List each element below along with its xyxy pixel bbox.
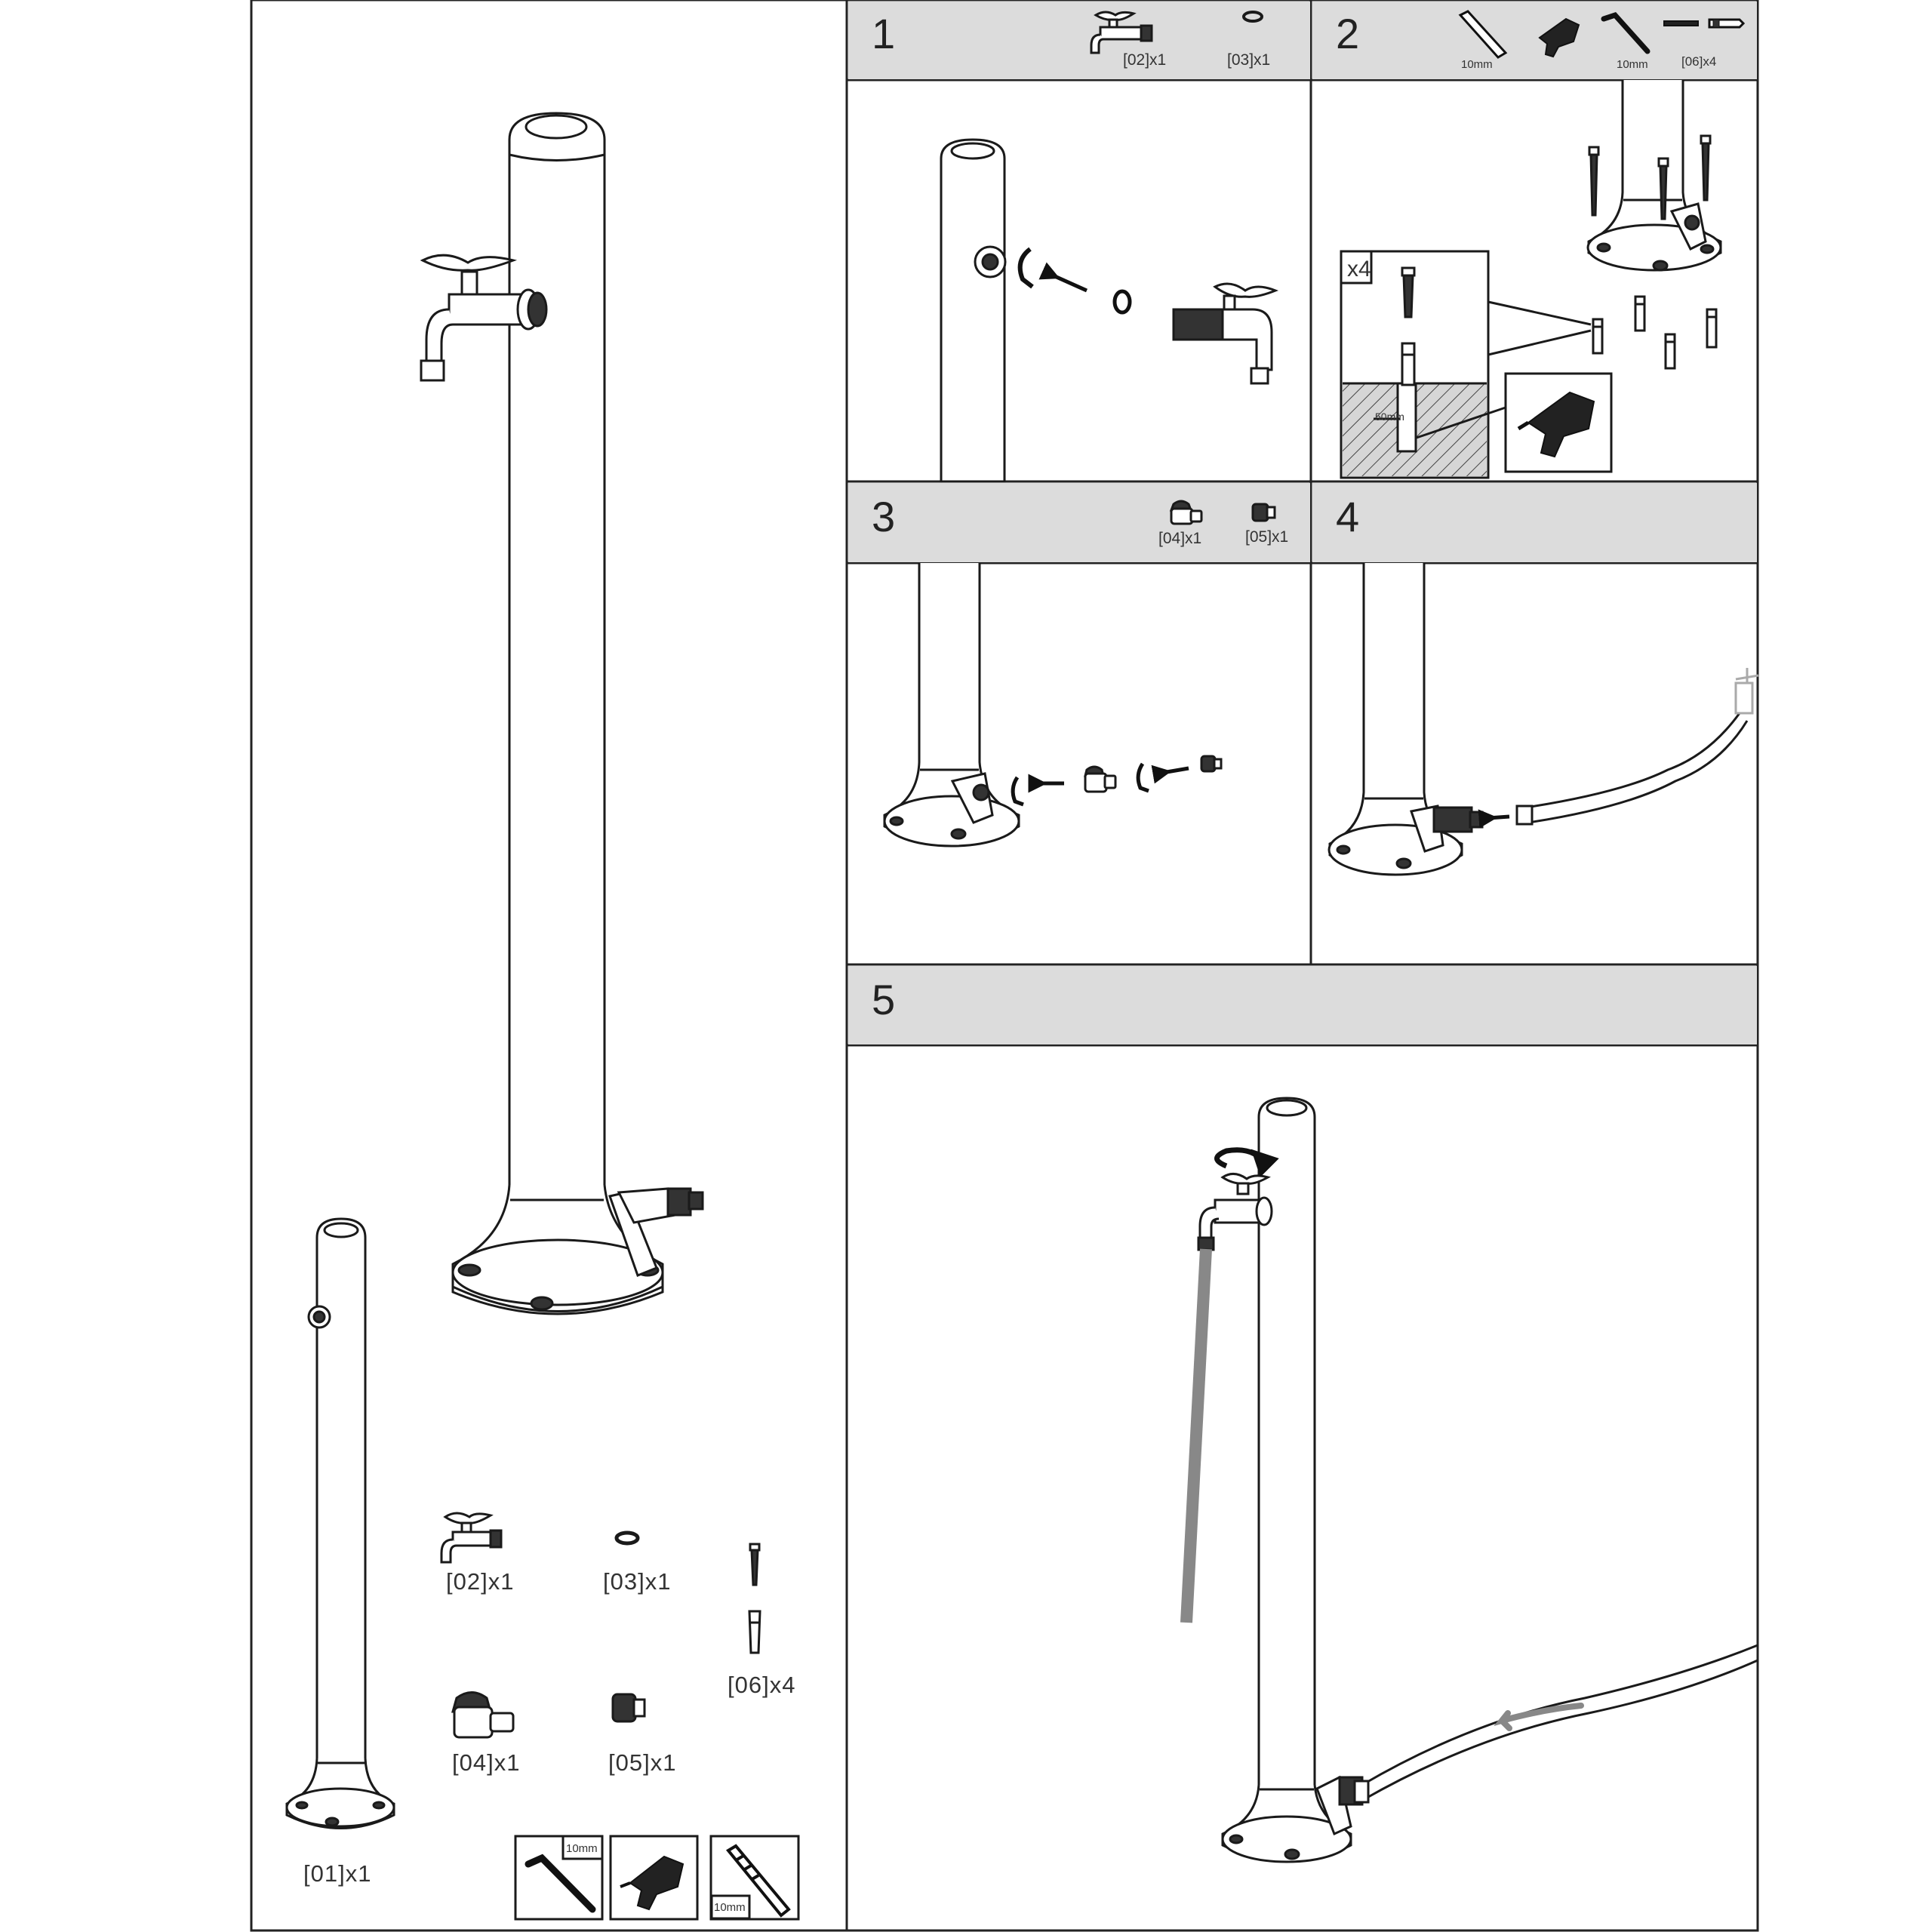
step1-faucet <box>1172 282 1279 385</box>
part-06-screw-icon <box>748 1543 761 1654</box>
step1-header-washer-icon <box>1242 11 1263 23</box>
step2-plugs <box>1592 295 1718 370</box>
small-column-part <box>285 1217 395 1829</box>
step-2-number: 2 <box>1336 10 1360 57</box>
step2-screws <box>1588 134 1712 220</box>
drill-bit-icon <box>725 1844 791 1918</box>
tool-boxes <box>514 1835 800 1921</box>
step-2-part-06-label: [06]x4 <box>1681 54 1717 69</box>
step5-hose <box>1353 1644 1758 1804</box>
step1-column <box>940 138 1007 483</box>
step-3-part-04-label: [04]x1 <box>1158 530 1202 547</box>
step1-washer <box>1112 289 1132 315</box>
part-04-label: [04]x1 <box>452 1749 521 1776</box>
part-05-connector-icon <box>611 1693 646 1723</box>
part-06-label: [06]x4 <box>728 1672 796 1698</box>
step-4-number: 4 <box>1336 493 1360 540</box>
step3-sequence <box>1011 762 1189 807</box>
step-2-bit-size: 10mm <box>1617 58 1648 71</box>
step5-rotate-arrow <box>1214 1147 1279 1177</box>
step2-drill-icon <box>1517 391 1595 458</box>
page-frames <box>250 0 1759 1932</box>
part-01-label: [01]x1 <box>303 1860 372 1887</box>
wrench-size-label: 10mm <box>566 1842 598 1855</box>
part-03-washer-icon <box>614 1531 640 1546</box>
step5-flow-arrow <box>1494 1703 1584 1731</box>
step-2-quantity-label: x4 <box>1347 257 1371 281</box>
step-1-part-03-label: [03]x1 <box>1227 51 1271 69</box>
part-04-valve-icon <box>451 1691 515 1739</box>
step3-valve <box>1084 765 1117 793</box>
step5-column <box>1221 1097 1364 1863</box>
step-2-wrench-size: 10mm <box>1461 58 1493 71</box>
step5-water-stream <box>1180 1248 1212 1623</box>
step4-base <box>1327 563 1484 876</box>
part-03-label: [03]x1 <box>603 1568 672 1595</box>
step3-connector <box>1200 755 1223 773</box>
step2-base <box>1586 80 1722 272</box>
step-1-number: 1 <box>872 10 896 57</box>
drill-bit-size-label: 10mm <box>714 1901 746 1914</box>
step-3-number: 3 <box>872 493 896 540</box>
wrench-icon <box>525 1854 596 1913</box>
step1-tape-icon <box>1017 247 1034 289</box>
assembled-column <box>420 112 704 1315</box>
step-1-part-02-label: [02]x1 <box>1123 51 1167 69</box>
step-5-number: 5 <box>872 976 896 1023</box>
step3-header-icons <box>1169 500 1276 525</box>
step-2-depth-label: 50mm <box>1375 411 1404 423</box>
drill-icon <box>620 1855 685 1911</box>
step2-detail-box <box>1340 250 1613 479</box>
step-headers <box>848 2 1757 1044</box>
step2-header-tools <box>1458 10 1746 59</box>
step3-base <box>883 563 1020 848</box>
part-02-faucet-icon <box>440 1512 503 1564</box>
step1-arrow <box>1038 262 1088 293</box>
step4-arrow <box>1478 809 1510 829</box>
part-02-label: [02]x1 <box>446 1568 515 1595</box>
part-05-label: [05]x1 <box>608 1749 677 1776</box>
step1-header-faucet-icon <box>1090 11 1153 54</box>
step4-hose <box>1515 668 1759 826</box>
step5-faucet <box>1197 1173 1273 1251</box>
step-3-part-05-label: [05]x1 <box>1245 528 1289 546</box>
